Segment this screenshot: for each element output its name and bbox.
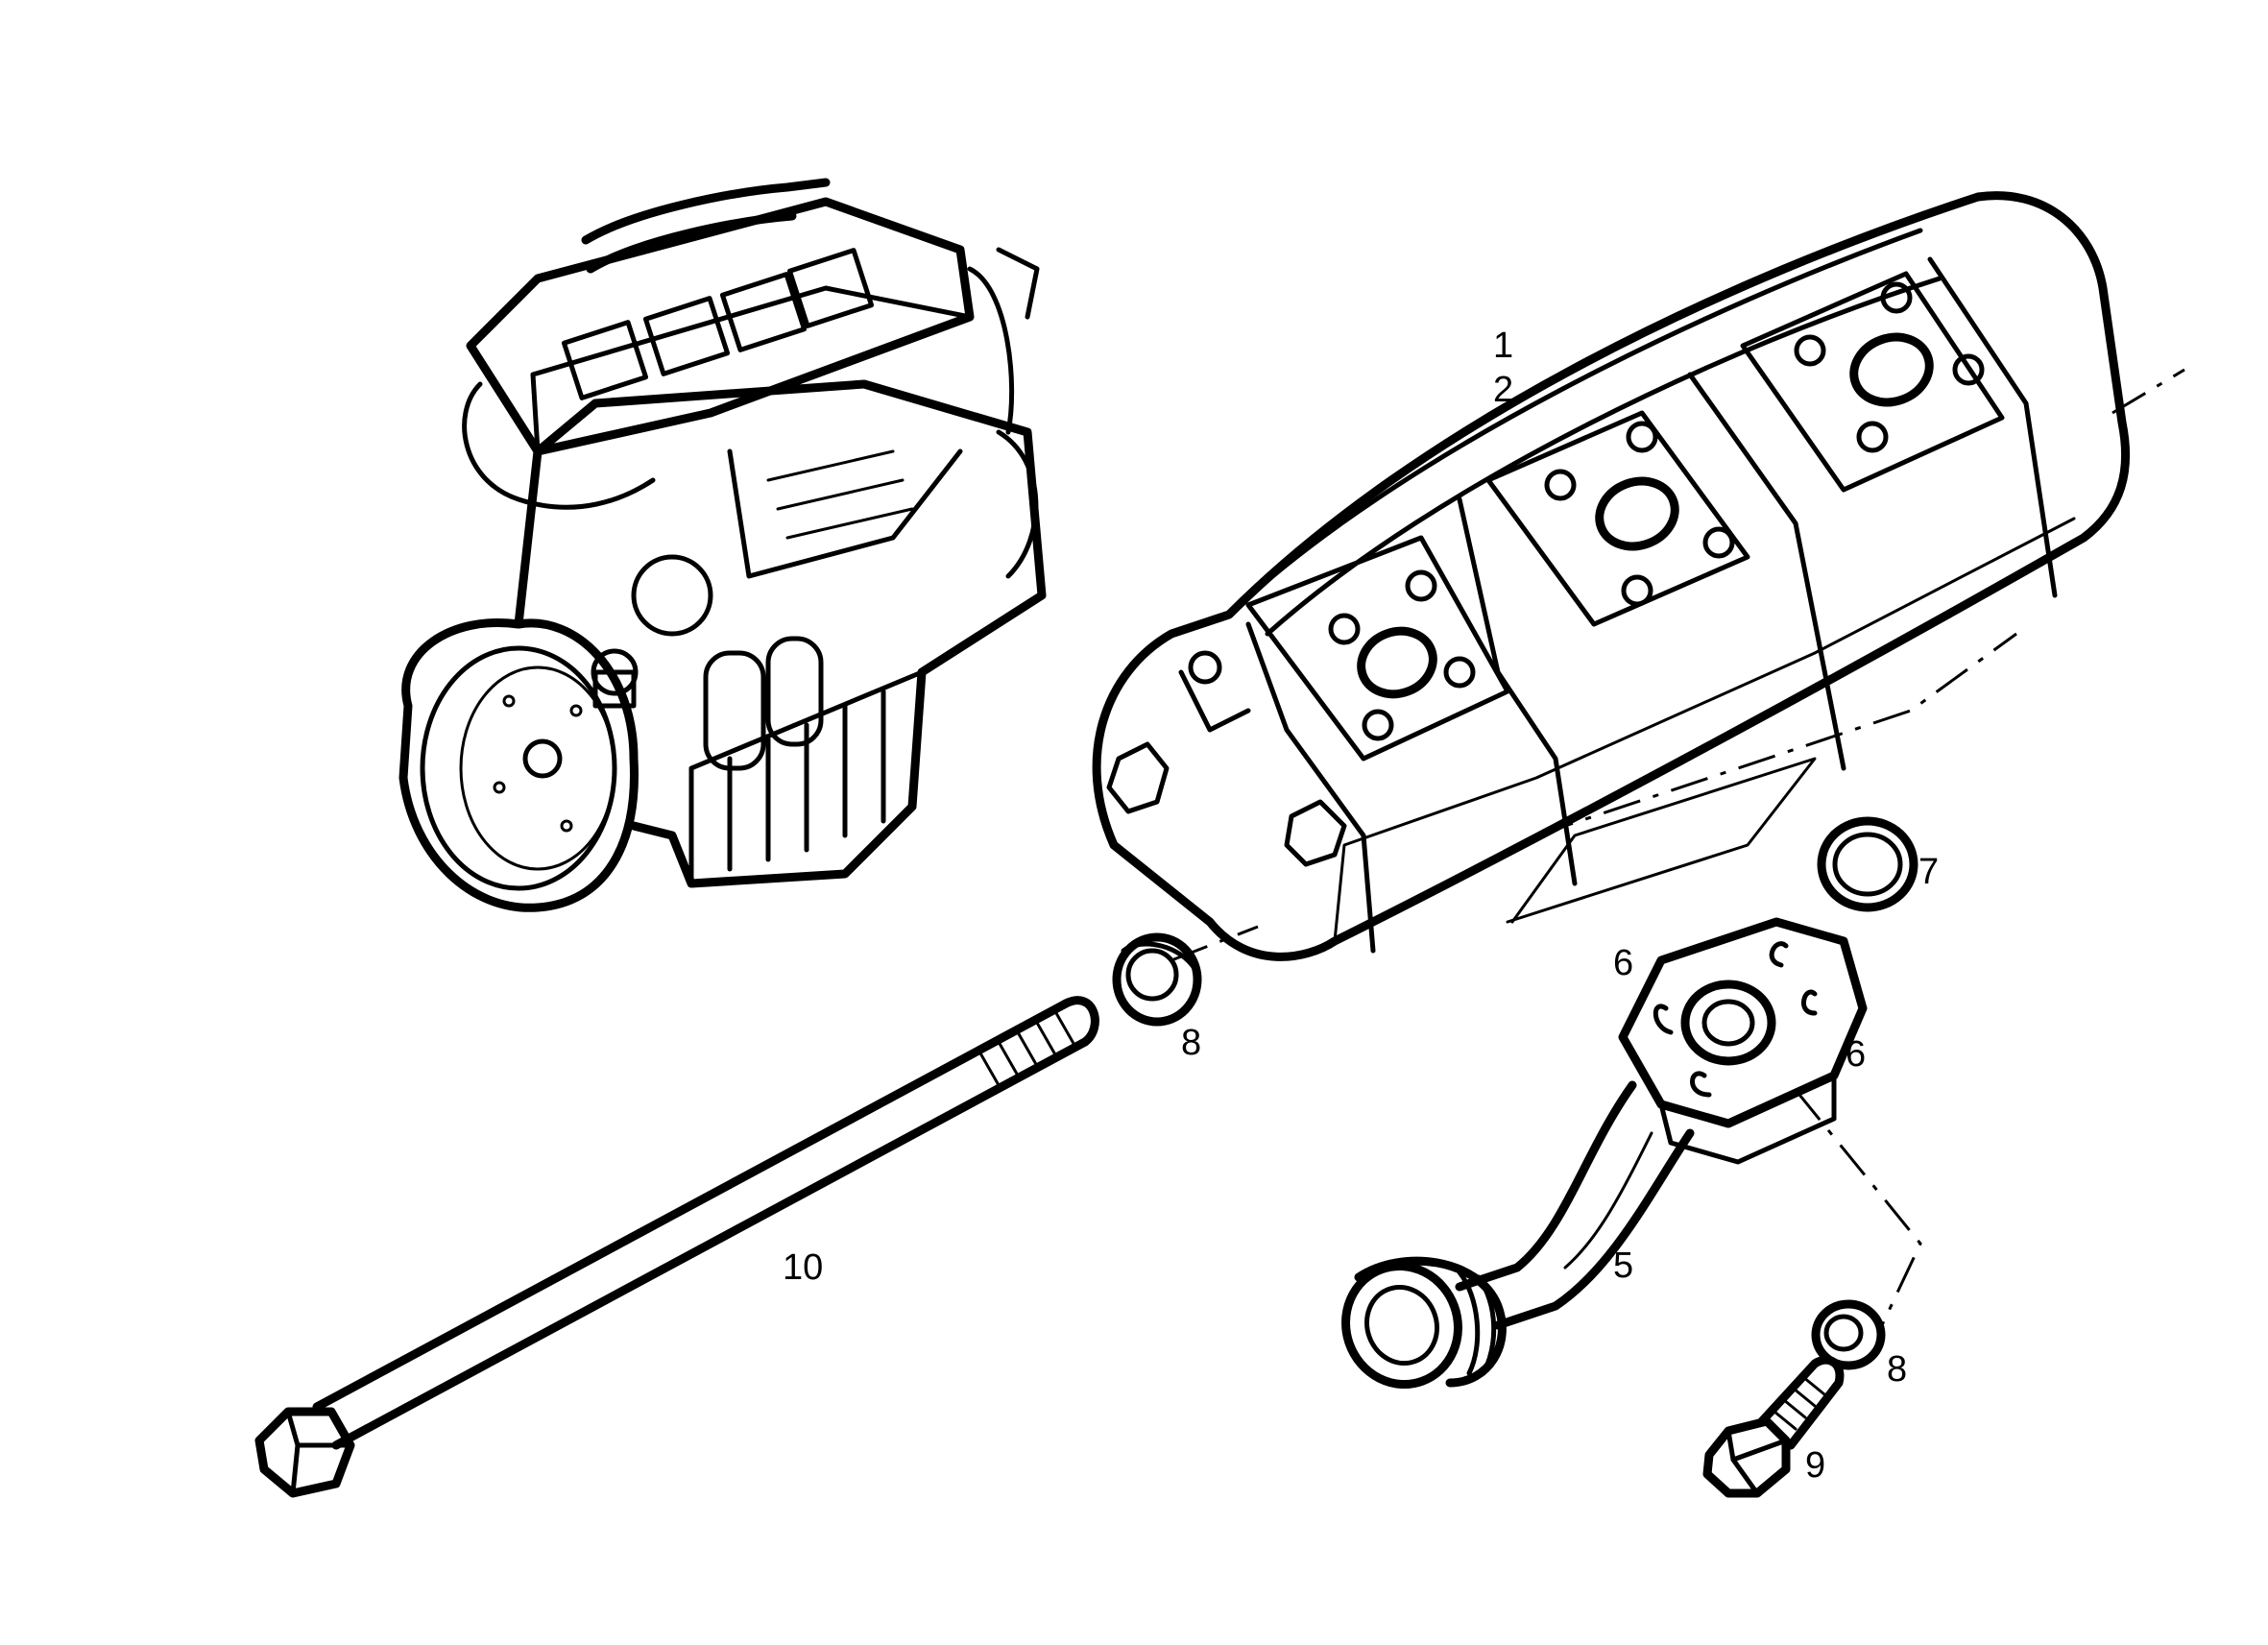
flange-alignment-bracket xyxy=(1506,757,1817,924)
screw-alignment-line xyxy=(1794,1089,1922,1326)
seal-part-8-right xyxy=(1811,1299,1886,1370)
screw-part-9 xyxy=(1702,1355,1845,1498)
callout-2: 2 xyxy=(1493,370,1513,410)
gear-pump-assembly xyxy=(1092,191,2131,961)
o-ring-part-7 xyxy=(1817,816,1918,912)
flange-tube-part-5 xyxy=(1341,917,1868,1390)
engine-illustration xyxy=(398,178,1047,912)
callout-6-left: 6 xyxy=(1613,943,1633,983)
callout-10: 10 xyxy=(783,1247,823,1288)
seal-part-8-left xyxy=(1112,932,1202,1027)
callout-8-left: 8 xyxy=(1181,1023,1201,1063)
callout-1: 1 xyxy=(1493,326,1513,366)
callout-7: 7 xyxy=(1918,852,1939,892)
tie-rod-part-10 xyxy=(254,996,1099,1498)
callout-8-right: 8 xyxy=(1887,1349,1907,1390)
pump-axis-line-right xyxy=(2111,368,2185,415)
flange-alignment-line-top xyxy=(1535,632,2017,837)
callout-6-right: 6 xyxy=(1846,1034,1866,1075)
callout-5: 5 xyxy=(1613,1246,1633,1286)
callout-9: 9 xyxy=(1805,1445,1825,1486)
